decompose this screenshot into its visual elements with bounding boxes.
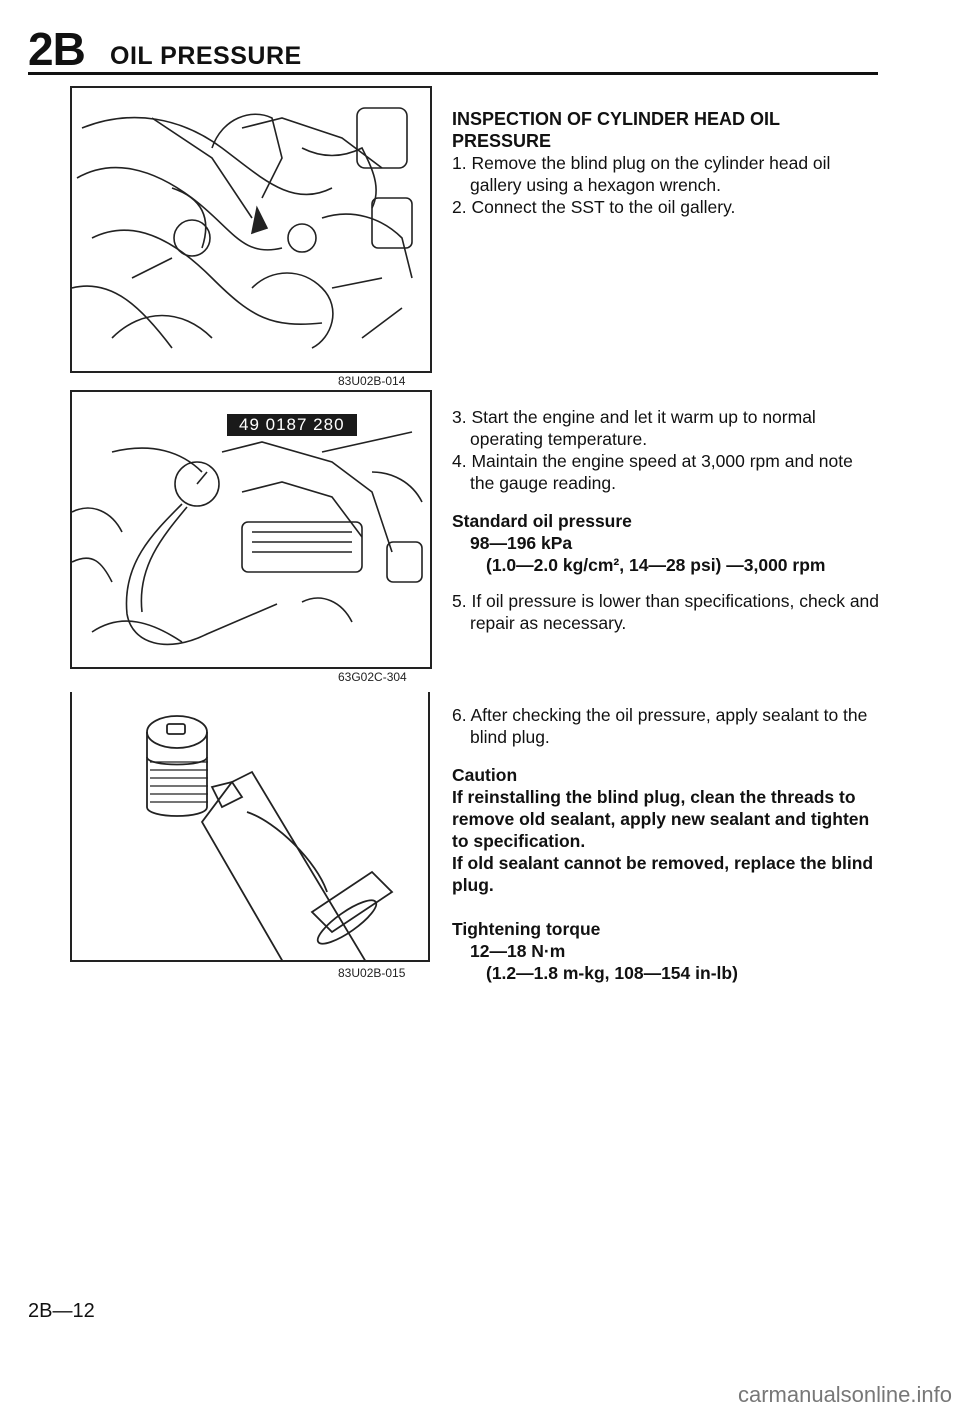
figure-caption: 83U02B-015 xyxy=(338,966,406,980)
gauge-engine-illustration xyxy=(72,431,423,646)
spec-detail: (1.0—2.0 kg/cm², 14—28 psi) —3,000 rpm xyxy=(486,555,826,575)
section-gauge-reading: 3. Start the engine and let it warm up t… xyxy=(452,406,882,634)
step-1: 1. Remove the blind plug on the cylinder… xyxy=(452,153,831,195)
caution-label: Caution xyxy=(452,765,518,785)
step-2: 2. Connect the SST to the oil gallery. xyxy=(452,197,736,217)
sst-part-number: 49 0187 280 xyxy=(227,414,357,436)
torque-detail: (1.2—1.8 m-kg, 108—154 in-lb) xyxy=(486,963,738,983)
figure-caption: 63G02C-304 xyxy=(338,670,407,684)
figure-remove-blind-plug xyxy=(70,86,432,373)
spec-label: Standard oil pressure xyxy=(452,511,632,531)
section-code: 2B xyxy=(28,23,86,75)
figure-sealant-plug xyxy=(70,692,430,962)
torque-value: 12—18 N·m xyxy=(470,941,566,961)
sealant-tube-illustration xyxy=(146,715,394,960)
section-heading: INSPECTION OF CYLINDER HEAD OIL PRESSURE xyxy=(452,109,780,151)
page-title: OIL PRESSURE xyxy=(110,42,302,70)
torque-label: Tightening torque xyxy=(452,919,601,939)
caution-text-2: If old sealant cannot be removed, replac… xyxy=(452,853,874,895)
section-inspection: INSPECTION OF CYLINDER HEAD OIL PRESSURE… xyxy=(452,108,882,218)
step-3: 3. Start the engine and let it warm up t… xyxy=(452,407,816,449)
engine-wrench-illustration xyxy=(72,107,413,349)
header-rule xyxy=(28,72,878,75)
watermark: carmanualsonline.info xyxy=(737,1382,952,1407)
section-sealant: 6. After checking the oil pressure, appl… xyxy=(452,704,882,984)
page-number: 2B—12 xyxy=(28,1300,95,1322)
spec-value: 98—196 kPa xyxy=(470,533,573,553)
step-5: 5. If oil pressure is lower than specifi… xyxy=(452,591,880,633)
step-6: 6. After checking the oil pressure, appl… xyxy=(452,705,868,747)
step-4: 4. Maintain the engine speed at 3,000 rp… xyxy=(452,451,853,493)
page-header: 2B OIL PRESSURE xyxy=(28,22,878,82)
caution-text: If reinstalling the blind plug, clean th… xyxy=(452,787,870,851)
figure-oil-pressure-gauge: 49 0187 280 xyxy=(70,390,432,669)
figure-caption: 83U02B-014 xyxy=(338,374,406,388)
